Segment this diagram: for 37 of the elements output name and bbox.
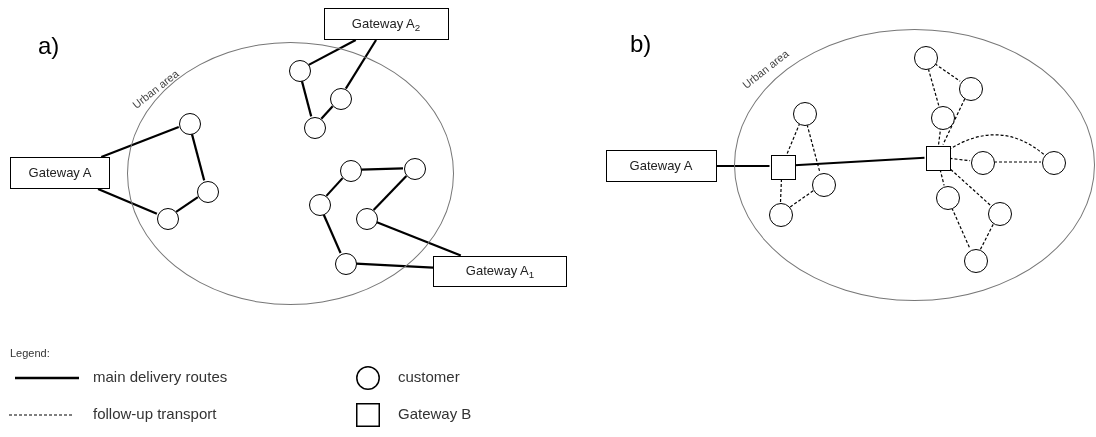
delivery-route [190, 133, 206, 181]
gateway-box [323, 8, 449, 40]
panel-label: b) [630, 29, 652, 59]
follow-up-route [934, 63, 961, 82]
follow-up-route [806, 124, 821, 173]
delivery-route [355, 262, 434, 269]
delivery-route [175, 196, 199, 213]
delivery-route [372, 175, 408, 211]
legend-text: main delivery routes [93, 368, 228, 386]
legend-text: Gateway B [398, 405, 472, 423]
follow-up-route [948, 167, 991, 206]
gateway-label: Gateway A [28, 164, 92, 183]
gateway-box [433, 255, 567, 287]
delivery-route [325, 177, 344, 197]
gateway-box [605, 150, 717, 182]
gateway-label: Gateway A$_{1}$ [465, 262, 535, 281]
follow-up-route [993, 161, 1042, 163]
follow-up-route [942, 98, 966, 146]
delivery-route [344, 39, 377, 90]
follow-up-route [789, 190, 814, 208]
legend-text: follow-up transport [93, 405, 217, 423]
delivery-route [716, 164, 770, 168]
gateway-label: Gateway A [629, 157, 693, 176]
delivery-route [100, 125, 180, 159]
delivery-route [794, 156, 925, 167]
delivery-route [320, 105, 334, 120]
delivery-route [300, 80, 313, 117]
panel-label: a) [38, 31, 60, 61]
gateway-square [925, 145, 951, 171]
delivery-route [308, 39, 357, 66]
delivery-route [360, 167, 404, 171]
delivery-route [97, 188, 158, 215]
gateway-square [770, 154, 796, 180]
legend-title: Legend: [10, 346, 50, 361]
legend-text: customer [398, 368, 460, 386]
gateway-box [10, 157, 110, 189]
gateway-label: Gateway A$_{2}$ [351, 15, 421, 34]
